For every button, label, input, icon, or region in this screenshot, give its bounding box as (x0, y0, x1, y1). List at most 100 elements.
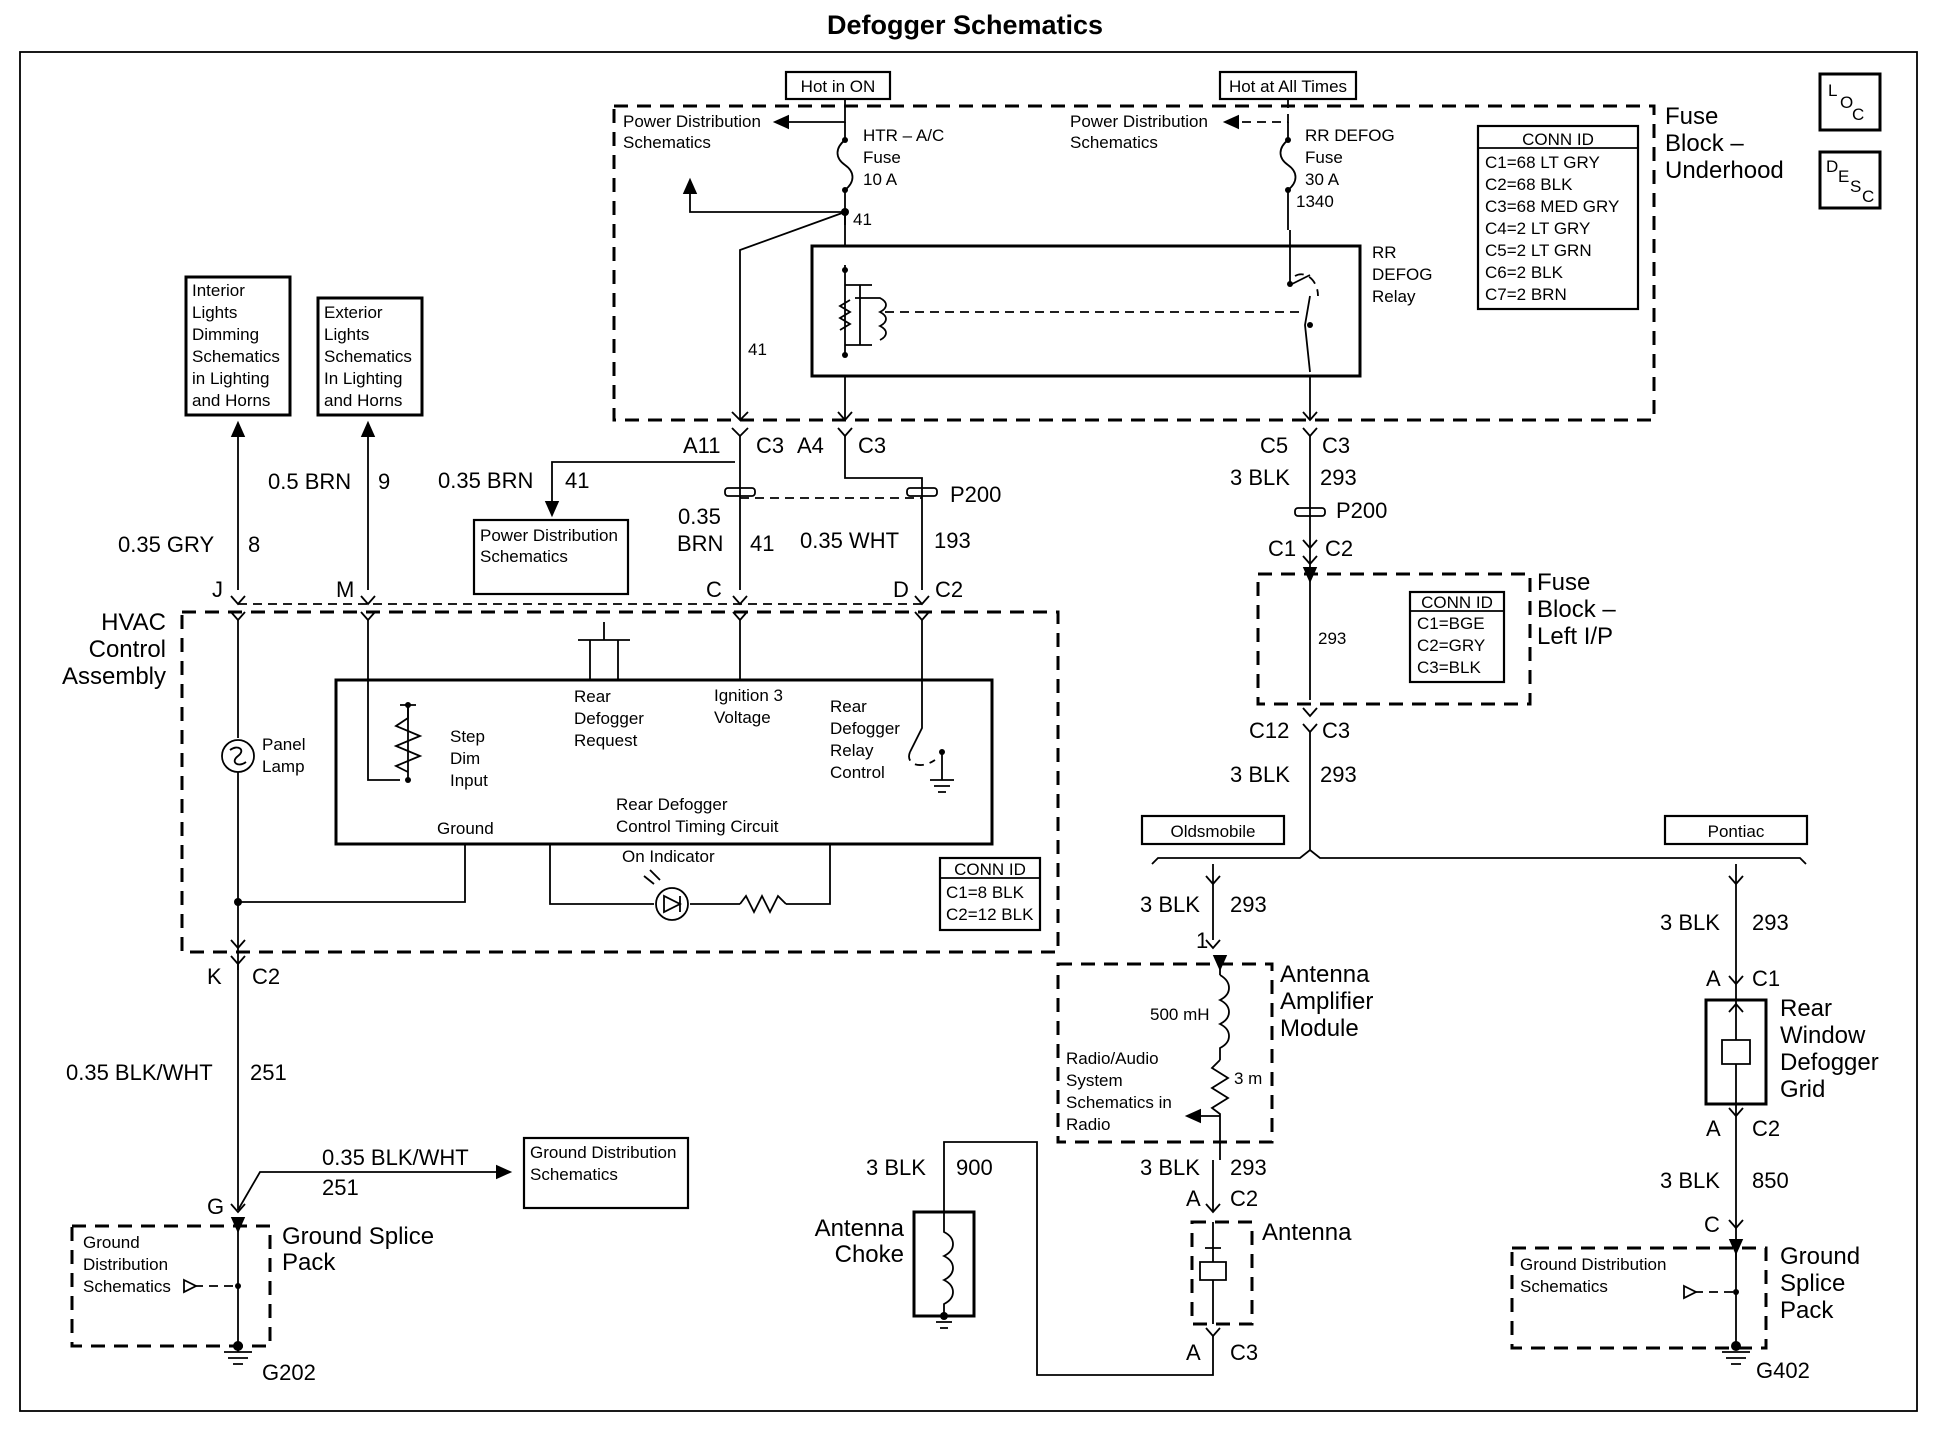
conn-id-hvac: CONN ID C1=8 BLK C2=12 BLK (938, 856, 1042, 932)
relay-control-label: Rear Defogger Relay Control (830, 697, 900, 782)
svg-text:Amplifier: Amplifier (1280, 988, 1373, 1015)
svg-text:C1=68 LT GRY: C1=68 LT GRY (1485, 153, 1600, 172)
svg-text:Oldsmobile: Oldsmobile (1170, 822, 1255, 841)
svg-text:Lights: Lights (192, 303, 237, 322)
svg-text:System: System (1066, 1071, 1123, 1090)
conn-c: C (1704, 1212, 1720, 1237)
svg-text:CONN ID: CONN ID (954, 860, 1026, 879)
htr-ac-fuse (836, 122, 854, 225)
power-distribution-ref-right: Power Distribution Schematics (1070, 112, 1208, 152)
svg-text:DEFOG: DEFOG (1372, 265, 1432, 284)
svg-text:Rear: Rear (830, 697, 867, 716)
svg-text:Schematics: Schematics (83, 1277, 171, 1296)
relay-control-switch-icon (908, 751, 936, 766)
svg-text:Choke: Choke (835, 1241, 904, 1268)
conn-a-c2: A (1186, 1186, 1201, 1211)
svg-text:and Horns: and Horns (324, 391, 402, 410)
conn-a4: A4 (797, 433, 824, 458)
conn-c1-b: C1 (1752, 966, 1780, 991)
wire-035-wht: 0.35 WHT (800, 528, 899, 553)
wire-035-brn-41-num: 41 (565, 468, 589, 493)
antenna-icon (1199, 1222, 1227, 1324)
fuse-block-left-ip-label: Fuse Block – Left I/P (1537, 569, 1616, 650)
svg-text:Schematics: Schematics (324, 347, 412, 366)
conn-a-c3: A (1186, 1340, 1201, 1365)
svg-text:C6=2 BLK: C6=2 BLK (1485, 263, 1564, 282)
fuse-block-underhood (612, 104, 1656, 422)
ground-distribution-ref-mid: Ground Distribution Schematics (522, 1136, 690, 1210)
svg-text:Fuse: Fuse (1537, 569, 1590, 596)
conn-c2-c: C2 (252, 964, 280, 989)
svg-text:and Horns: and Horns (192, 391, 270, 410)
rr-defog-relay-label: RR DEFOG Relay (1372, 243, 1432, 306)
svg-text:O: O (1840, 93, 1853, 112)
antenna-label: Antenna (1262, 1219, 1352, 1246)
svg-text:Lights: Lights (324, 325, 369, 344)
amp-resistor-icon (1210, 1059, 1230, 1160)
conn-id-underhood: CONN ID C1=68 LT GRY C2=68 BLK C3=68 MED… (1476, 124, 1640, 311)
ground-splice-right-label: Ground Splice Pack (1780, 1243, 1860, 1324)
ground-distribution-ref-right: Ground Distribution Schematics (1520, 1255, 1666, 1296)
svg-text:Rear: Rear (1780, 995, 1832, 1022)
on-indicator-label: On Indicator (622, 847, 715, 866)
svg-text:In Lighting: In Lighting (324, 369, 402, 388)
conn-c2-d: C2 (1230, 1186, 1258, 1211)
wire-035-brn-a: 0.35 (678, 504, 721, 529)
svg-text:Dimming: Dimming (192, 325, 259, 344)
svg-text:Ground Distribution: Ground Distribution (1520, 1255, 1666, 1274)
conn-id-left-ip: CONN ID C1=BGE C2=GRY C3=BLK (1408, 590, 1506, 684)
conn-j: J (212, 577, 223, 602)
on-indicator-resistor-icon (739, 893, 787, 915)
svg-text:C3=68 MED GRY: C3=68 MED GRY (1485, 197, 1619, 216)
svg-text:Pack: Pack (282, 1249, 336, 1276)
wire-41-top: 41 (853, 210, 872, 229)
rr-defog-fuse-label: RR DEFOG Fuse 30 A 1340 (1296, 126, 1395, 211)
svg-text:Relay: Relay (1372, 287, 1416, 306)
svg-text:Ground: Ground (1780, 1243, 1860, 1270)
conn-c3-b: C3 (858, 433, 886, 458)
svg-text:Defogger: Defogger (574, 709, 644, 728)
svg-text:Lamp: Lamp (262, 757, 305, 776)
hvac-control-assembly (180, 610, 1060, 954)
ground-splice-left-label: Ground Splice Pack (282, 1223, 434, 1276)
conn-g: G (207, 1194, 224, 1219)
svg-text:Power Distribution: Power Distribution (1070, 112, 1208, 131)
svg-text:Schematics in: Schematics in (1066, 1093, 1172, 1112)
conn-c2-e: C2 (1752, 1116, 1780, 1141)
desc-icon[interactable]: D E S C (1818, 150, 1882, 210)
svg-text:Antenna: Antenna (815, 1215, 905, 1242)
wire-wht-193-num: 193 (934, 528, 971, 553)
wire-3blk-293-a-num: 293 (1320, 465, 1357, 490)
relay-coil-icon (838, 265, 887, 355)
defogger-grid-label: Rear Window Defogger Grid (1780, 995, 1879, 1103)
svg-text:1340: 1340 (1296, 192, 1334, 211)
hvac-module (334, 678, 994, 846)
svg-text:10 A: 10 A (863, 170, 898, 189)
svg-text:Rear: Rear (574, 687, 611, 706)
loc-icon[interactable]: L O C (1818, 72, 1882, 132)
svg-text:C2=GRY: C2=GRY (1417, 636, 1485, 655)
svg-text:E: E (1838, 167, 1849, 186)
svg-text:Ignition 3: Ignition 3 (714, 686, 783, 705)
wire-3blk-293-a: 3 BLK (1230, 465, 1290, 490)
wire-035-brn-b: BRN (677, 531, 723, 556)
conn-c2-b: C2 (935, 577, 963, 602)
svg-text:Power Distribution: Power Distribution (480, 526, 618, 545)
svg-text:Fuse: Fuse (863, 148, 901, 167)
wire-3blk-850: 3 BLK (1660, 1168, 1720, 1193)
rear-defogger-request-label: Rear Defogger Request (574, 687, 644, 750)
conn-a-c1: A (1706, 966, 1721, 991)
conn-c: C (706, 577, 722, 602)
defogger-grid-icon (1721, 1000, 1751, 1104)
rr-defog-fuse (1279, 122, 1297, 230)
wire-brn-41-num: 41 (750, 531, 774, 556)
svg-text:Assembly: Assembly (62, 663, 166, 690)
svg-text:RR: RR (1372, 243, 1397, 262)
svg-text:Pontiac: Pontiac (1708, 822, 1765, 841)
branch-oldsmobile: Oldsmobile (1140, 814, 1286, 846)
svg-text:C7=2 BRN: C7=2 BRN (1485, 285, 1567, 304)
svg-text:Request: Request (574, 731, 638, 750)
conn-c3-e: C3 (1230, 1340, 1258, 1365)
wire-3blk-293-b: 3 BLK (1230, 762, 1290, 787)
